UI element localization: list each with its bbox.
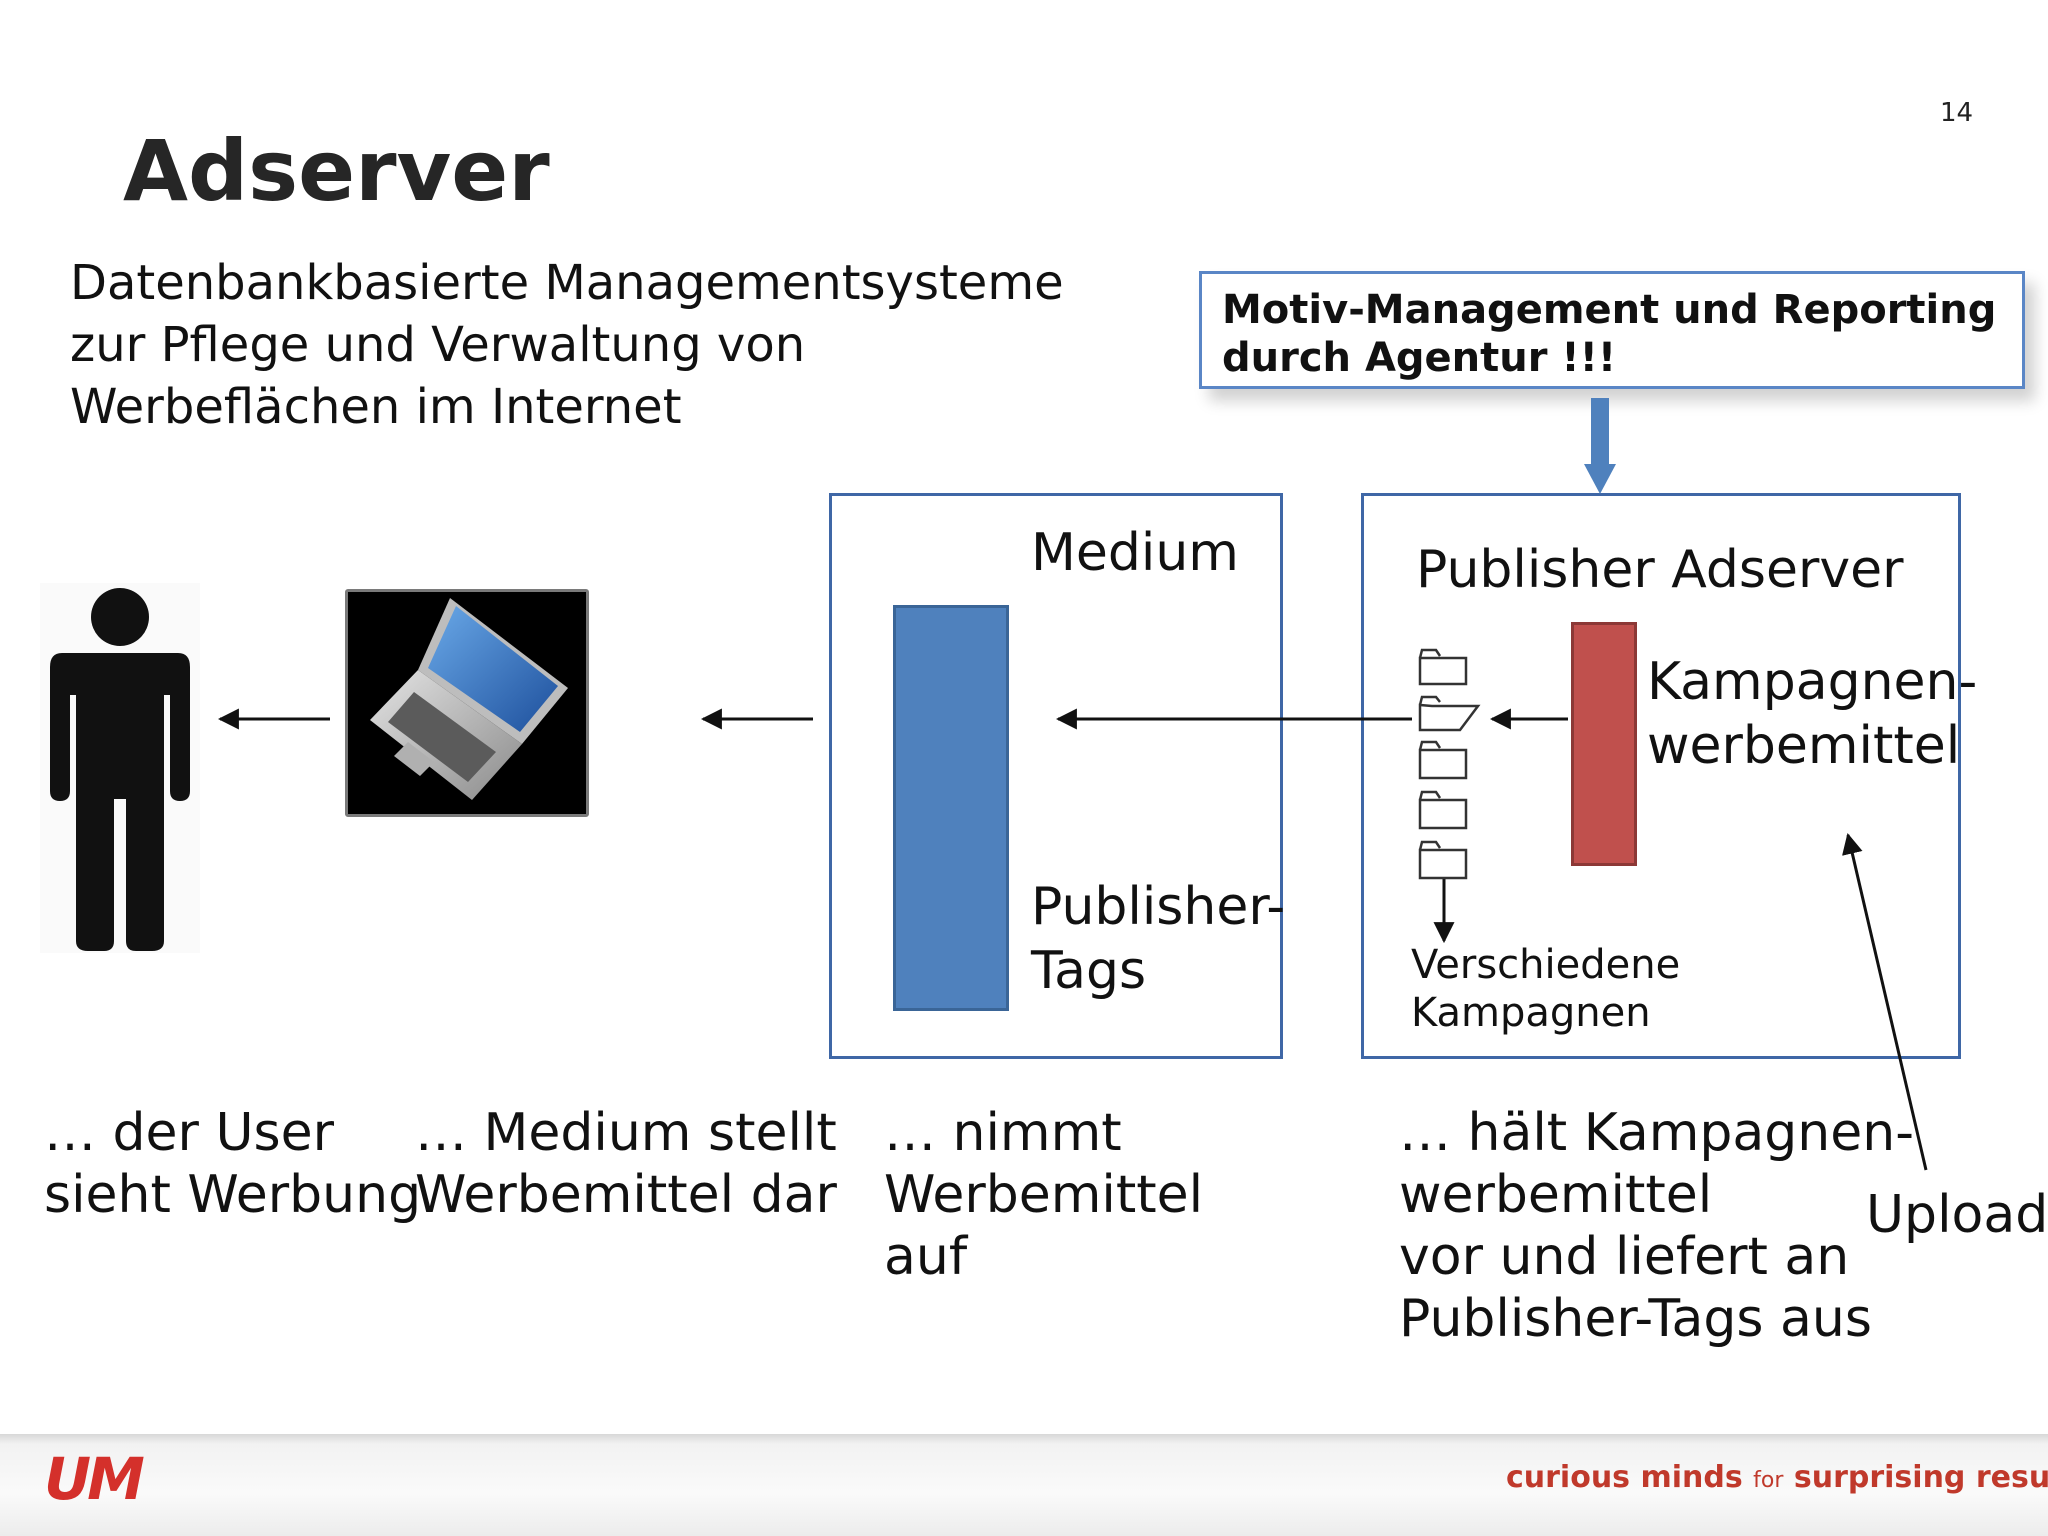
um-logo: UM — [44, 1445, 145, 1513]
various-campaigns-line: Verschiedene — [1411, 942, 1681, 988]
footer-slogan: curious minds for surprising results — [1506, 1460, 2048, 1495]
caption-medium-line: Werbemittel dar — [415, 1165, 837, 1225]
publisher-tags-line: Tags — [1031, 941, 1147, 1001]
callout-line: Motiv-Management und Reporting — [1222, 287, 1997, 333]
folder-icon — [1418, 648, 1468, 686]
caption-user-line: … der User — [44, 1103, 334, 1163]
caption-medium-line: … Medium stellt — [415, 1103, 837, 1163]
subtitle-line: Datenbankbasierte Managementsysteme — [70, 255, 1064, 311]
various-campaigns-label: Verschiedene Kampagnen — [1411, 941, 1680, 1037]
folder-icon — [1418, 695, 1481, 732]
upload-label: Upload — [1866, 1185, 2048, 1245]
callout-arrow-head — [1584, 464, 1616, 494]
agency-callout: Motiv-Management und Reporting durch Age… — [1199, 271, 2025, 389]
publisher-tags-label: Publisher- Tags — [1031, 875, 1285, 1003]
campaign-creatives-line: werbemittel — [1647, 716, 1961, 776]
folder-icon — [1418, 840, 1468, 880]
publisher-adserver-label: Publisher Adserver — [1416, 540, 1904, 600]
caption-adserver-line: vor und liefert an — [1399, 1227, 1850, 1287]
subtitle-line: zur Pflege und Verwaltung von — [70, 317, 806, 373]
arrow-upload — [1842, 832, 1928, 1171]
slide-title: Adserver — [123, 122, 550, 220]
caption-takes-line: auf — [884, 1227, 968, 1287]
caption-medium-displays: … Medium stellt Werbemittel dar — [415, 1102, 837, 1226]
medium-label: Medium — [1031, 523, 1239, 583]
caption-adserver-line: … hält Kampagnen- — [1399, 1103, 1914, 1163]
slogan-part: curious minds — [1506, 1460, 1754, 1495]
caption-takes-line: Werbemittel — [884, 1165, 1204, 1225]
page-number: 14 — [1940, 98, 1974, 128]
caption-user-line: sieht Werbung — [44, 1165, 422, 1225]
slogan-part: for — [1753, 1468, 1784, 1493]
folder-icon — [1418, 790, 1468, 830]
publisher-adserver-box — [1361, 493, 1961, 1059]
caption-takes-line: … nimmt — [884, 1103, 1122, 1163]
caption-user: … der User sieht Werbung — [44, 1102, 421, 1226]
slogan-part: surprising results — [1793, 1460, 2048, 1495]
campaign-creatives-label: Kampagnen- werbemittel — [1647, 650, 1977, 778]
caption-adserver-line: werbemittel — [1399, 1165, 1713, 1225]
caption-takes-creatives: … nimmt Werbemittel auf — [884, 1102, 1203, 1288]
various-campaigns-line: Kampagnen — [1411, 990, 1651, 1036]
person-icon — [40, 583, 200, 953]
callout-line: durch Agentur !!! — [1222, 335, 1617, 381]
campaign-creatives-line: Kampagnen- — [1647, 652, 1978, 712]
campaign-creatives-bar — [1571, 622, 1637, 866]
subtitle-line: Werbeflächen im Internet — [70, 379, 682, 435]
callout-arrow-shaft — [1591, 398, 1609, 464]
caption-adserver: … hält Kampagnen- werbemittel vor und li… — [1399, 1102, 1914, 1350]
caption-adserver-line: Publisher-Tags aus — [1399, 1289, 1872, 1349]
publisher-tags-bar — [893, 605, 1009, 1011]
folder-icon — [1418, 740, 1468, 780]
footer-bar — [0, 1434, 2048, 1536]
subtitle: Datenbankbasierte Managementsysteme zur … — [70, 252, 1064, 438]
laptop-icon — [345, 589, 589, 817]
publisher-tags-line: Publisher- — [1031, 877, 1286, 937]
